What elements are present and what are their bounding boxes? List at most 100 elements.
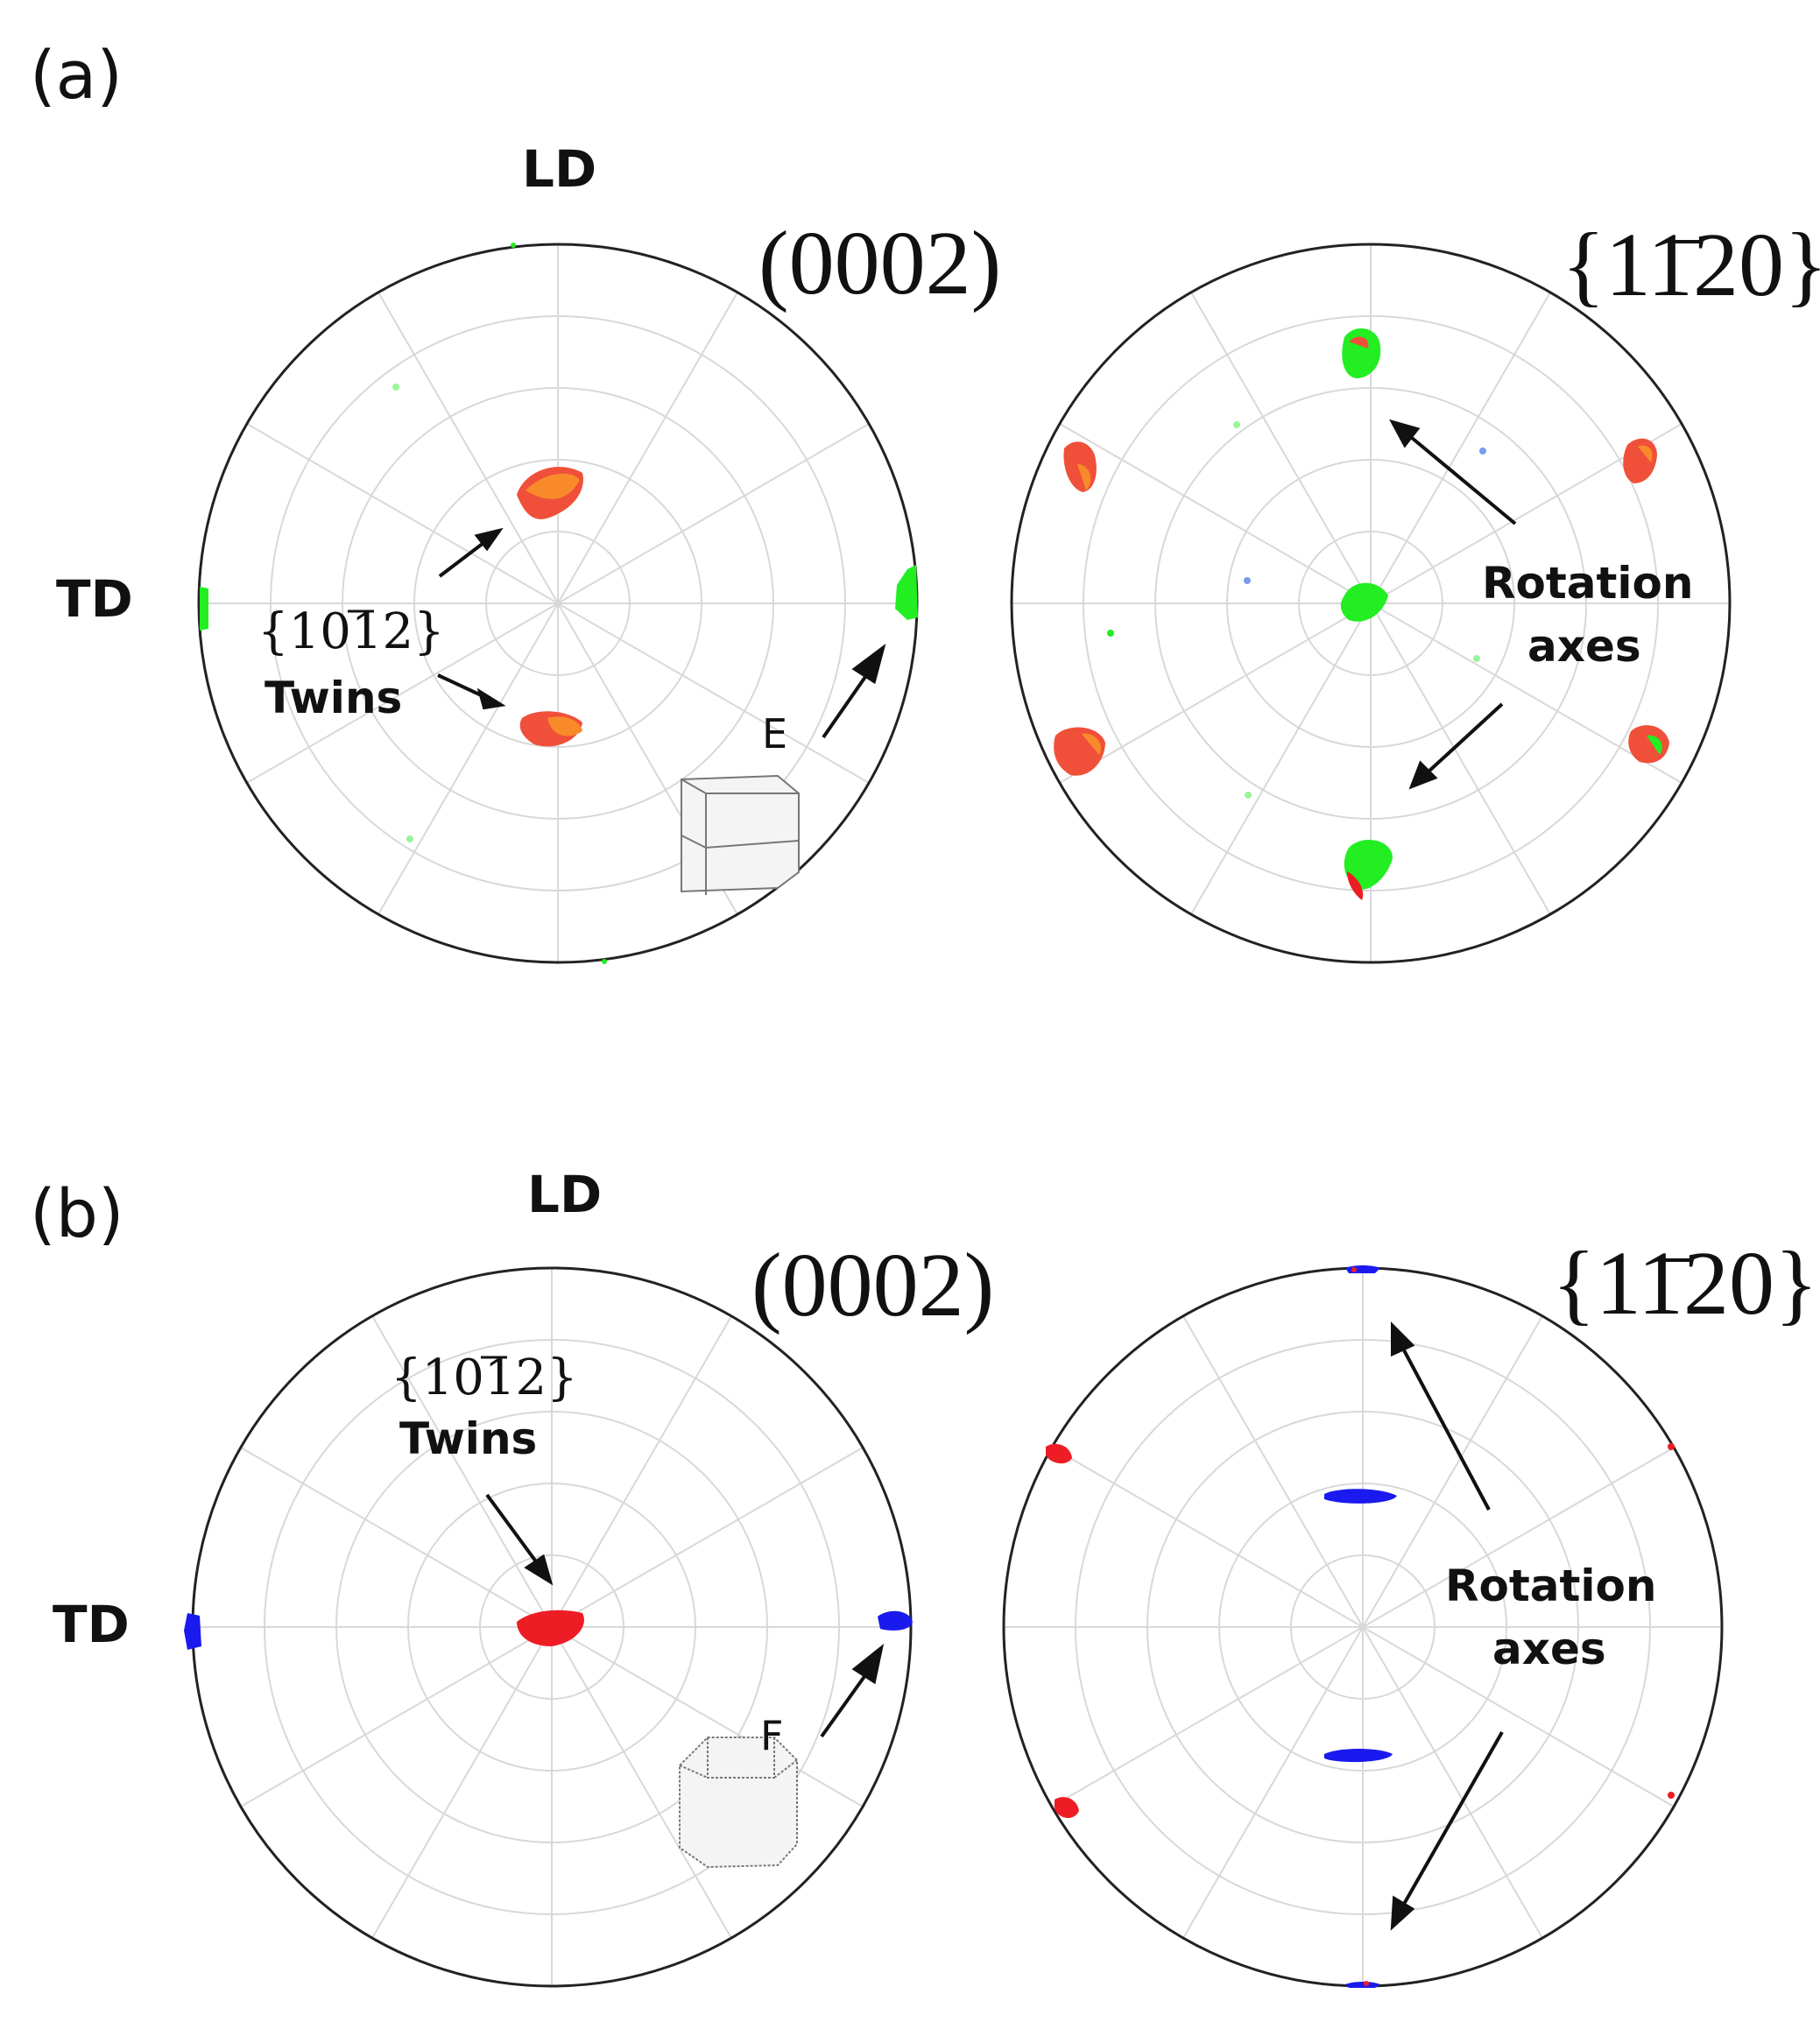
pole-cluster	[602, 959, 607, 964]
pole-figure-grid	[1012, 244, 1730, 962]
pole-cluster	[1046, 1443, 1072, 1464]
pole-cluster	[1623, 438, 1657, 483]
grid-spoke	[246, 423, 559, 604]
grid-spoke	[240, 1626, 553, 1807]
pole-cluster	[392, 384, 399, 391]
grid-spoke	[377, 602, 559, 915]
grid-spoke	[1051, 1626, 1364, 1807]
hexagonal-cell-icon	[681, 774, 800, 895]
grid-spoke	[1362, 1315, 1543, 1628]
pole-cluster	[1340, 582, 1388, 622]
hexagonal-cell-icon	[679, 1737, 798, 1869]
pole-figure-title-b-left: (0002)	[751, 1235, 994, 1335]
rotation-label-a-line1: Rotation	[1482, 558, 1693, 609]
rotation-arrows	[1390, 1321, 1504, 1931]
rotation-label-a-line2: axes	[1527, 621, 1641, 672]
grid-spoke	[551, 1315, 732, 1628]
pole-figure-title-a-right: {1120}	[1562, 215, 1820, 315]
td-label-a: TD	[56, 569, 133, 629]
pole-cluster-group	[1046, 1265, 1675, 1988]
pole-cluster	[1233, 421, 1240, 428]
grid-spoke	[246, 602, 559, 784]
pole-cluster	[1351, 1267, 1357, 1272]
twin-index-label-a: {1012}	[257, 603, 445, 660]
grid-spoke	[1362, 1626, 1675, 1807]
grid-spoke	[371, 1626, 553, 1939]
grid-spoke	[551, 1626, 732, 1939]
grid-spoke	[1059, 423, 1372, 604]
load-label-b: F	[760, 1712, 783, 1759]
pole-cluster	[1244, 577, 1251, 584]
pole-cluster	[1345, 1982, 1380, 1988]
pole-cluster	[1473, 655, 1480, 662]
twin-word-label-b: Twins	[399, 1413, 537, 1464]
rotation-label-b-line1: Rotation	[1445, 1561, 1656, 1611]
twin-index-label-b: {1012}	[391, 1349, 578, 1406]
pole-cluster-group	[184, 1610, 913, 1650]
pole-cluster	[1364, 1981, 1369, 1986]
pole-cluster	[526, 473, 580, 499]
pole-cluster	[1668, 1443, 1675, 1450]
pole-cluster	[1668, 1792, 1675, 1799]
twin-arrows	[437, 527, 886, 739]
grid-spoke	[1190, 602, 1372, 915]
grid-spoke	[1059, 602, 1372, 784]
pole-figure-outline	[1010, 243, 1732, 964]
pole-cluster	[1082, 733, 1102, 755]
panel-label-a: (a)	[30, 36, 123, 114]
pole-cluster	[406, 835, 413, 842]
grid-spoke	[1370, 292, 1551, 604]
pole-cluster	[1347, 871, 1364, 900]
grid-spoke	[1362, 1626, 1543, 1939]
pole-cluster	[1324, 1489, 1397, 1504]
pole-cluster	[1245, 792, 1252, 799]
pole-cluster-group	[1054, 328, 1669, 900]
pole-figure-b-0002: {1012} Twins F (0002)	[184, 1235, 994, 1988]
pole-cluster	[878, 1610, 913, 1631]
pole-figure-title-b-right: {1120}	[1552, 1233, 1818, 1334]
pole-cluster	[1345, 1265, 1380, 1273]
pole-figure-grid	[193, 1268, 911, 1986]
pole-figure-grid	[1004, 1268, 1722, 1986]
pole-cluster	[895, 565, 918, 620]
grid-spoke	[377, 292, 559, 604]
grid-spoke	[371, 1315, 553, 1628]
pole-figure-a-1120: Rotation axes {1120}	[1010, 215, 1820, 964]
pole-cluster	[1077, 464, 1091, 490]
pole-cluster	[1342, 328, 1381, 378]
grid-spoke	[1182, 1626, 1364, 1939]
pole-figure-b-1120: Rotation axes {1120}	[1002, 1233, 1818, 1988]
pole-cluster	[184, 1613, 201, 1650]
pole-figure-title-a-left: (0002)	[758, 213, 1001, 314]
grid-spoke	[557, 602, 870, 784]
grid-spoke	[551, 1626, 864, 1807]
pole-cluster	[517, 1610, 584, 1646]
grid-spoke	[1370, 602, 1682, 784]
pole-cluster	[1647, 735, 1662, 755]
load-label-a: E	[762, 710, 787, 757]
grid-spoke	[1051, 1447, 1364, 1628]
grid-spoke	[1370, 602, 1551, 915]
grid-spoke	[557, 292, 738, 604]
pole-cluster-group	[200, 243, 918, 964]
pole-cluster	[1349, 336, 1369, 349]
pole-cluster	[1638, 445, 1653, 462]
twin-arrow	[485, 1493, 885, 1738]
pole-cluster	[1628, 725, 1669, 764]
grid-spoke	[551, 1447, 864, 1628]
pole-figure-a-0002: {1012} Twins E (0002)	[197, 213, 1001, 964]
grid-spoke	[1182, 1315, 1364, 1628]
pole-cluster	[1344, 839, 1393, 890]
pole-cluster	[200, 587, 208, 631]
pole-cluster	[511, 243, 516, 248]
grid-spoke	[1362, 1447, 1675, 1628]
pole-cluster	[1107, 630, 1114, 637]
ld-label-b: LD	[527, 1165, 602, 1224]
panel-label-b: (b)	[30, 1174, 124, 1252]
grid-spoke	[1190, 292, 1372, 604]
rotation-label-b-line2: axes	[1492, 1624, 1606, 1674]
grid-spoke	[557, 423, 870, 604]
twin-word-label-a: Twins	[265, 673, 402, 723]
pole-figure-grid	[199, 244, 917, 962]
